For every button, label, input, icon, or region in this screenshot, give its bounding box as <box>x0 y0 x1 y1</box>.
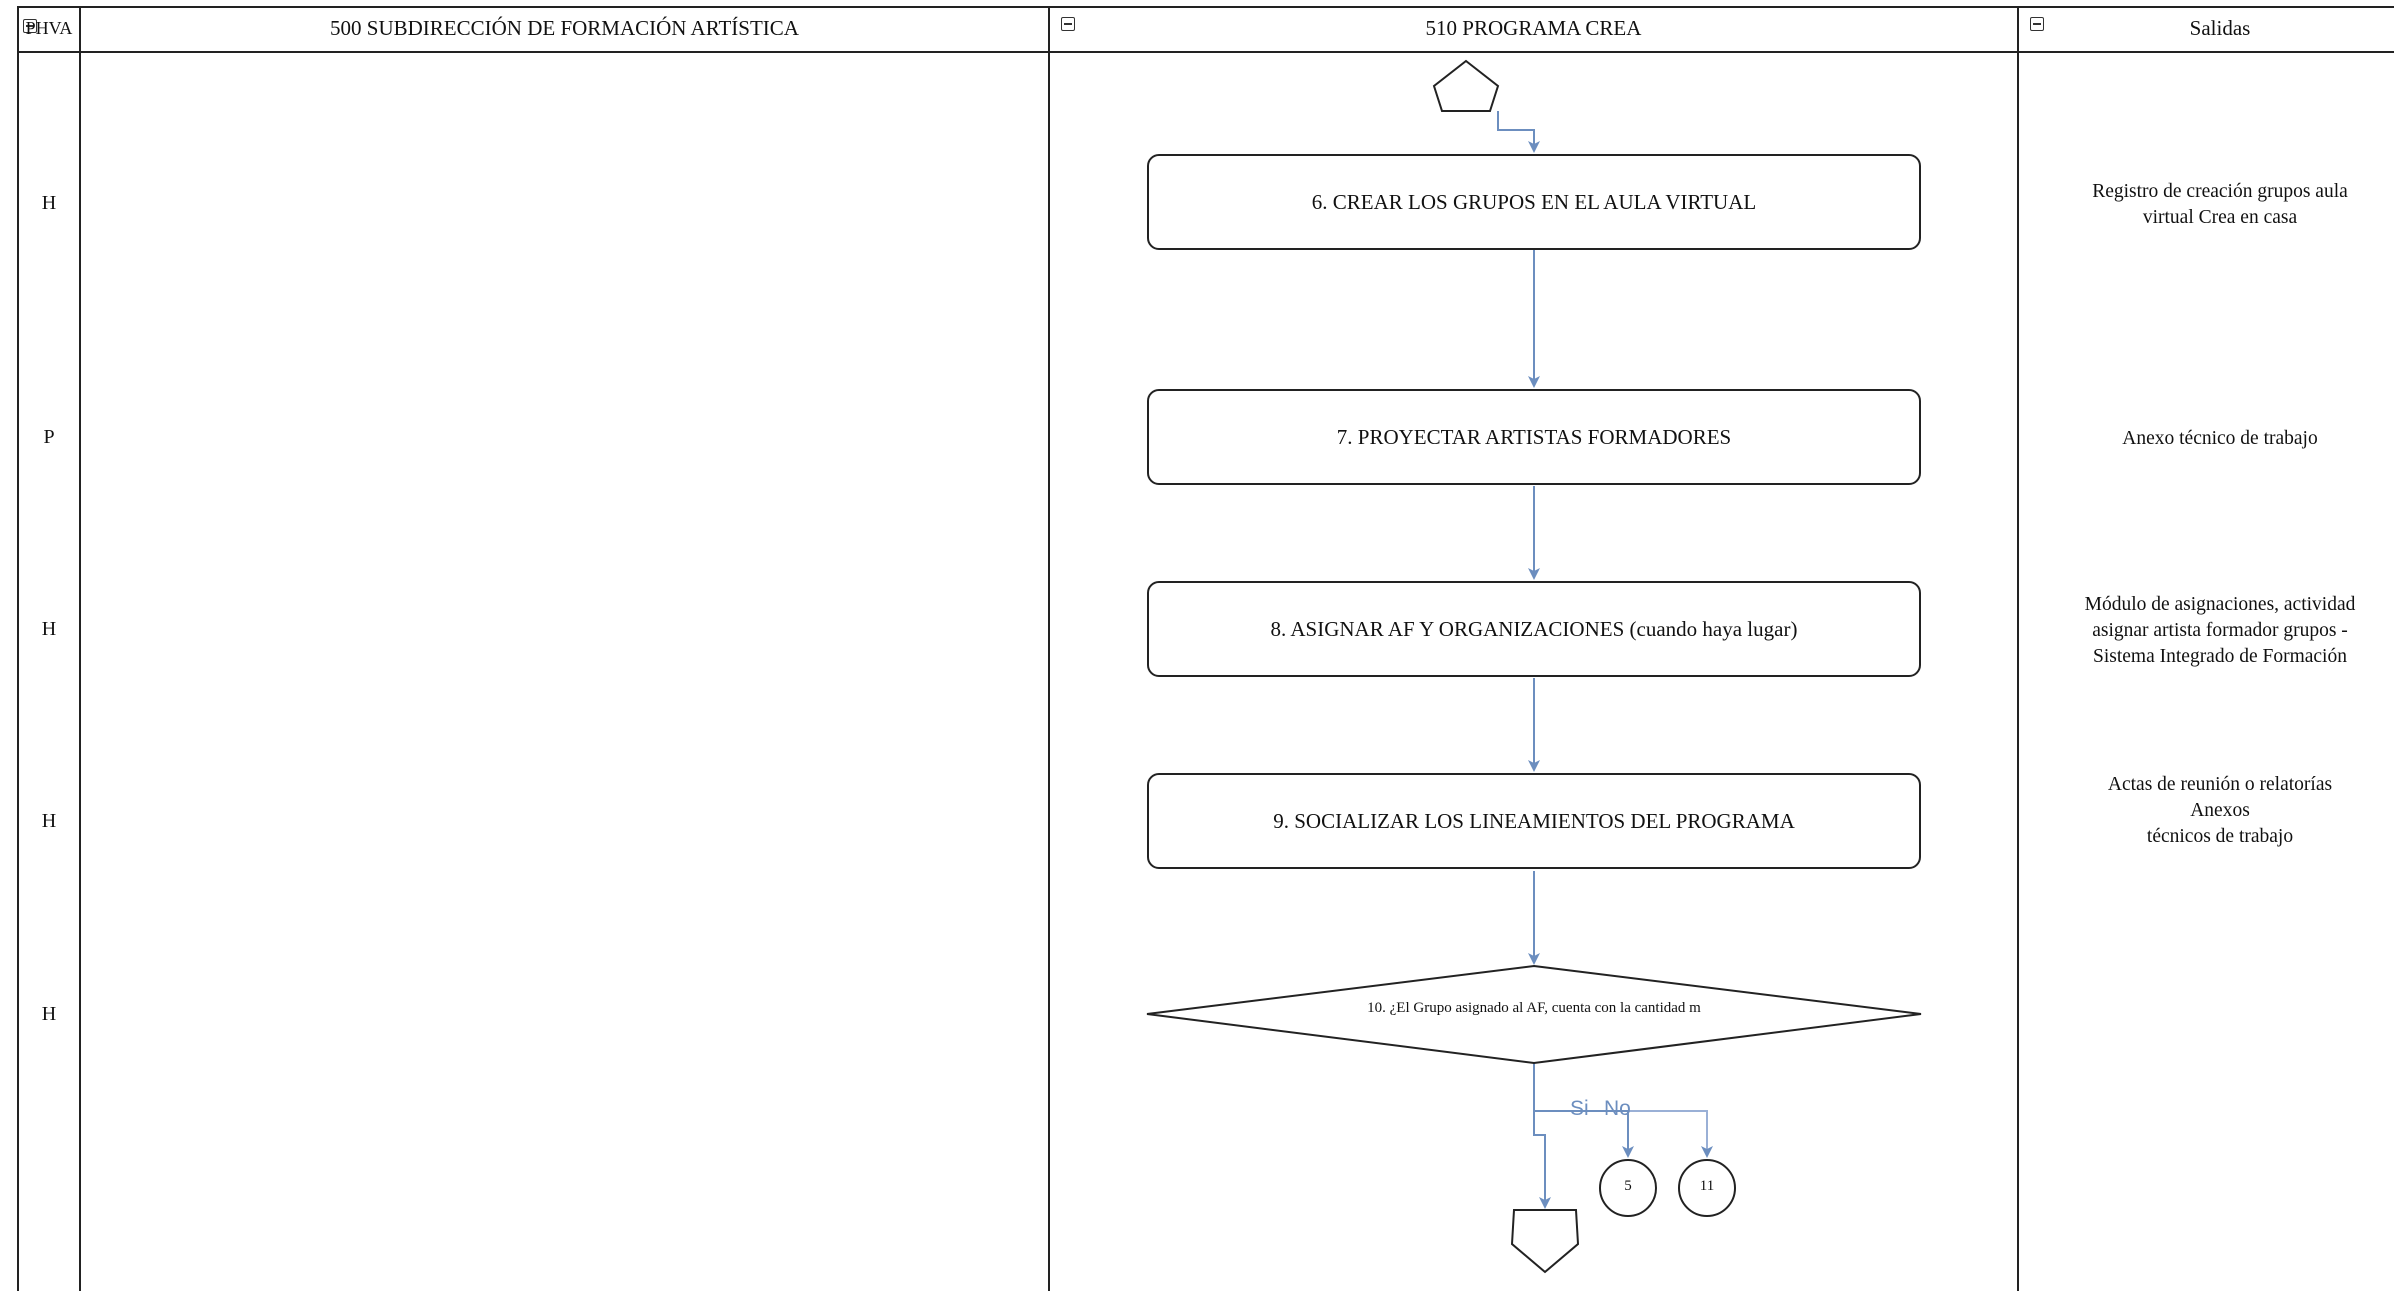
flow-arrow-down <box>1533 1063 1551 1209</box>
page-connector-label: 11 <box>1699 1178 1715 1194</box>
branch-label-si: Si <box>1570 1097 1589 1120</box>
phva-label: H <box>41 810 57 832</box>
process-step-9[interactable]: 9. SOCIALIZAR LOS LINEAMIENTOS DEL PROGR… <box>1147 773 1921 869</box>
output-line: Anexos <box>2190 800 2250 821</box>
output-text: Actas de reunión o relatorías Anexos téc… <box>2030 772 2394 850</box>
output-line: Módulo de asignaciones, actividad <box>2084 594 2356 615</box>
output-line: Sistema Integrado de Formación <box>2093 646 2347 667</box>
branch-label-no: No <box>1604 1097 1631 1120</box>
offpage-connector-top <box>1432 59 1500 112</box>
collapse-toggle-phva[interactable] <box>23 19 37 33</box>
output-line: virtual Crea en casa <box>2142 207 2298 228</box>
page-connector-label: 5 <box>1624 1178 1632 1194</box>
output-text: Registro de creación grupos aula virtual… <box>2030 179 2394 231</box>
collapse-toggle-510[interactable] <box>1061 17 1075 31</box>
phva-label: H <box>41 618 57 640</box>
page-connector-11 <box>1678 1159 1736 1217</box>
flow-arrow <box>1497 111 1540 153</box>
phva-header: PHVA <box>25 18 73 38</box>
offpage-connector-bottom <box>1510 1209 1580 1274</box>
output-line: Anexo técnico de trabajo <box>2122 428 2318 449</box>
output-line: técnicos de trabajo <box>2146 826 2294 847</box>
process-step-6[interactable]: 6. CREAR LOS GRUPOS EN EL AULA VIRTUAL <box>1147 154 1921 250</box>
phva-label: H <box>41 192 57 214</box>
collapse-toggle-salidas[interactable] <box>2030 17 2044 31</box>
decision-label[interactable]: 10. ¿El Grupo asignado al AF, cuenta con… <box>1367 1000 1701 1016</box>
output-line: asignar artista formador grupos - <box>2092 620 2348 641</box>
output-line: Registro de creación grupos aula <box>2092 181 2348 202</box>
lane-header-510: 510 PROGRAMA CREA <box>1425 16 1642 40</box>
page-connector-5 <box>1599 1159 1657 1217</box>
pool-border <box>17 6 2394 1291</box>
process-step-7[interactable]: 7. PROYECTAR ARTISTAS FORMADORES <box>1147 389 1921 485</box>
lane-header-500: 500 SUBDIRECCIÓN DE FORMACIÓN ARTÍSTICA <box>330 16 799 40</box>
flow-arrow-no <box>1628 1110 1713 1158</box>
process-step-8[interactable]: 8. ASIGNAR AF Y ORGANIZACIONES (cuando h… <box>1147 581 1921 677</box>
lane-header-salidas: Salidas <box>2189 16 2251 40</box>
output-text: Módulo de asignaciones, actividad asigna… <box>2030 592 2394 670</box>
phva-label: P <box>43 426 55 448</box>
phva-label: H <box>41 1003 57 1025</box>
output-line: Actas de reunión o relatorías <box>2107 774 2333 795</box>
decision-diamond <box>1146 964 1922 1065</box>
output-text: Anexo técnico de trabajo <box>2030 426 2394 452</box>
